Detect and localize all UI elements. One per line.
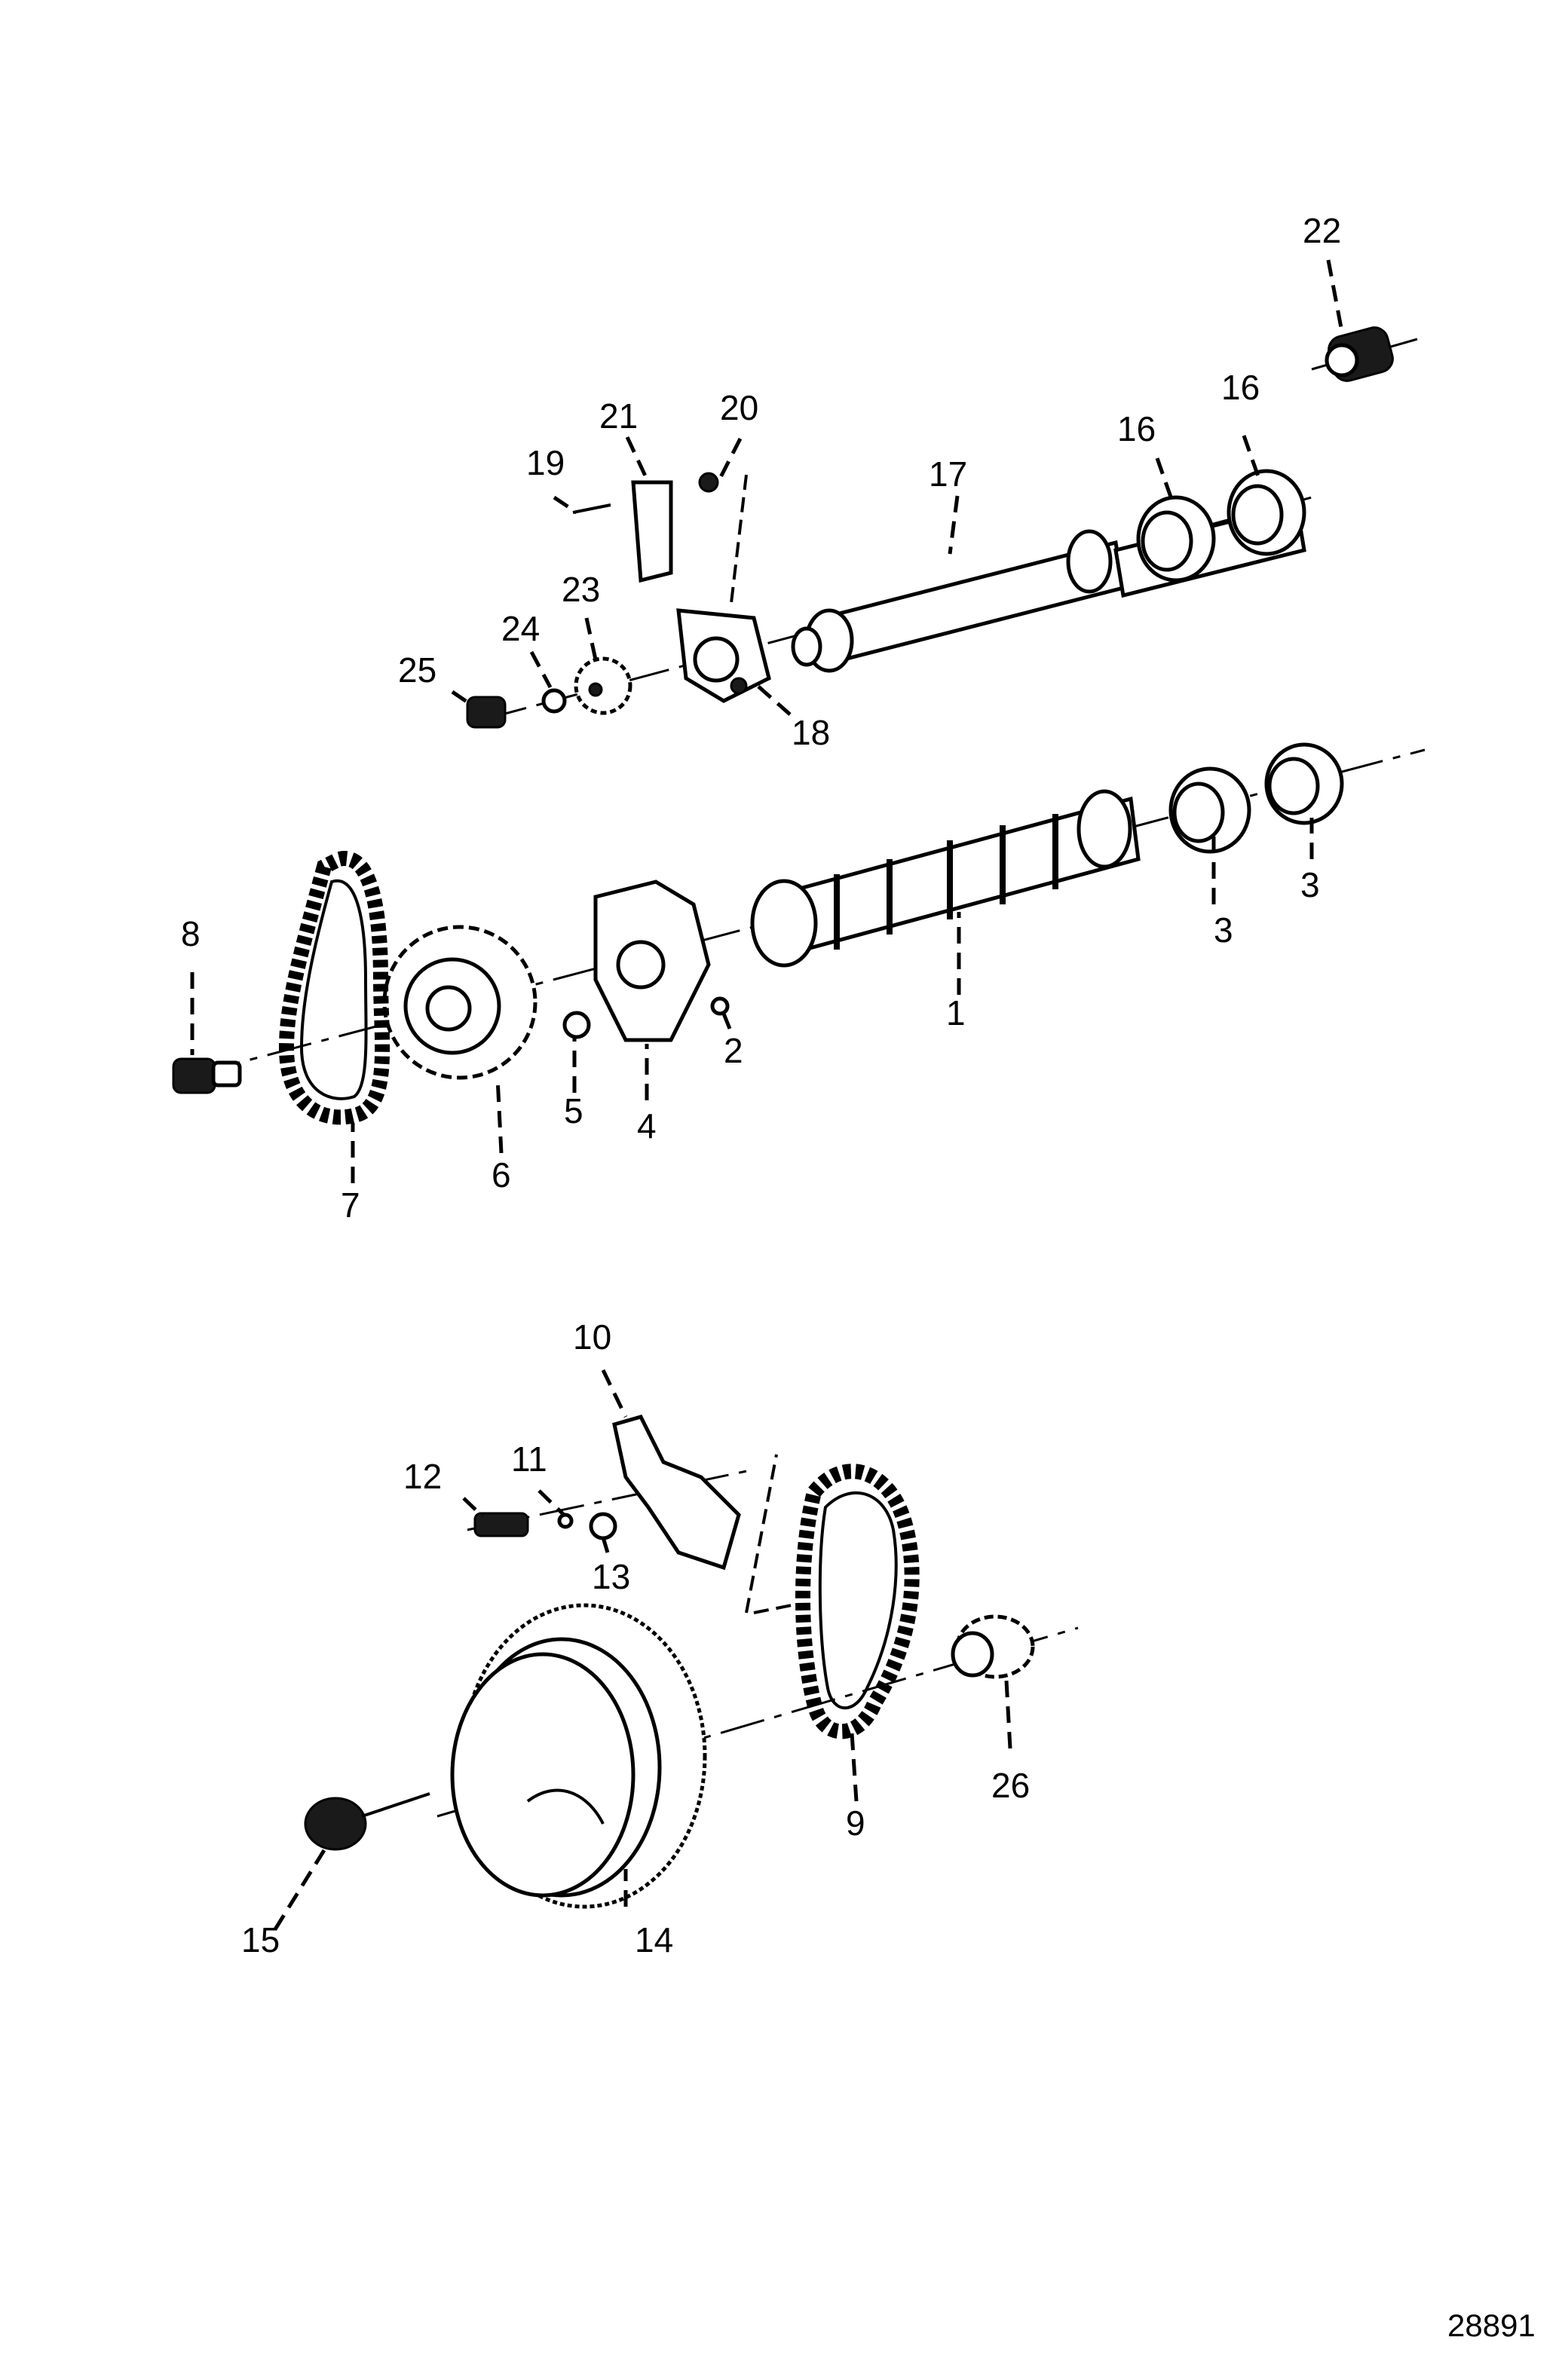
callout-3b: 3: [1300, 865, 1320, 904]
callout-25: 25: [398, 650, 436, 690]
part-13-spacer: [589, 1512, 617, 1540]
callout-10: 10: [573, 1317, 611, 1357]
part-17-camshaft: [791, 502, 1306, 673]
part-1-camshaft: [750, 789, 1141, 968]
callout-5: 5: [564, 1091, 583, 1130]
callout-22: 22: [1303, 211, 1341, 250]
part-18-tensioner: [676, 608, 771, 703]
callout-20: 20: [720, 388, 758, 427]
part-2-pin: [710, 996, 730, 1016]
callout-9: 9: [846, 1803, 865, 1843]
callout-17: 17: [929, 454, 967, 494]
callout-1: 1: [946, 993, 966, 1032]
callout-16a: 16: [1117, 409, 1156, 448]
part-5-bolt: [562, 1011, 591, 1039]
callout-12: 12: [403, 1457, 442, 1496]
part-15-bolt: [304, 1792, 430, 1851]
part-25-bolt: [466, 696, 507, 729]
part-22-cam-sensor: [1325, 326, 1394, 382]
part-16-bearing-a: [1136, 495, 1216, 583]
callout-3a: 3: [1214, 910, 1233, 950]
part-14-crank-pulley: [450, 1603, 707, 1909]
part-24-washer: [541, 688, 567, 714]
callout-18: 18: [792, 713, 830, 752]
leader-lines: [190, 259, 1344, 1931]
callout-labels: 1 2 3 3 4 5 6 7 8 9 10 11 12 13 14 15 16…: [181, 211, 1341, 1959]
part-12-bolt: [473, 1512, 529, 1537]
callout-4: 4: [637, 1106, 657, 1146]
part-26-crank-sprocket: [951, 1614, 1035, 1679]
part-7-timing-chain: [278, 851, 390, 1125]
callout-15: 15: [241, 1920, 280, 1959]
callout-8: 8: [181, 914, 201, 953]
callout-16b: 16: [1221, 368, 1260, 407]
part-9-timing-chain: [795, 1464, 920, 1739]
part-4-plate: [593, 879, 711, 1042]
callout-2: 2: [724, 1031, 743, 1070]
guide-line-10: [745, 1454, 792, 1614]
part-23-sprocket: [574, 656, 632, 715]
callout-21: 21: [599, 396, 638, 436]
callout-13: 13: [592, 1557, 630, 1596]
part-11-washer: [557, 1513, 574, 1529]
part-19-bolt: [572, 503, 611, 514]
part-20-nut: [698, 472, 719, 493]
callout-24: 24: [501, 609, 540, 648]
callout-23: 23: [562, 570, 600, 609]
figure-number: 28891: [1447, 2308, 1536, 2343]
part-16-bearing-b: [1227, 469, 1306, 556]
part-8-bolt: [172, 1057, 242, 1094]
part-10-tensioner-arm: [612, 1415, 741, 1571]
part-3-bearing-b: [1264, 742, 1344, 825]
callout-7: 7: [341, 1185, 360, 1225]
part-3-bearing-a: [1168, 766, 1251, 854]
guide-line-20: [730, 474, 748, 604]
callout-19: 19: [526, 443, 565, 482]
callout-6: 6: [492, 1155, 511, 1195]
part-6-sprocket: [382, 925, 537, 1080]
callout-26: 26: [991, 1766, 1030, 1805]
callout-14: 14: [635, 1920, 673, 1959]
part-21-guide: [631, 480, 673, 583]
callout-11: 11: [511, 1439, 547, 1479]
